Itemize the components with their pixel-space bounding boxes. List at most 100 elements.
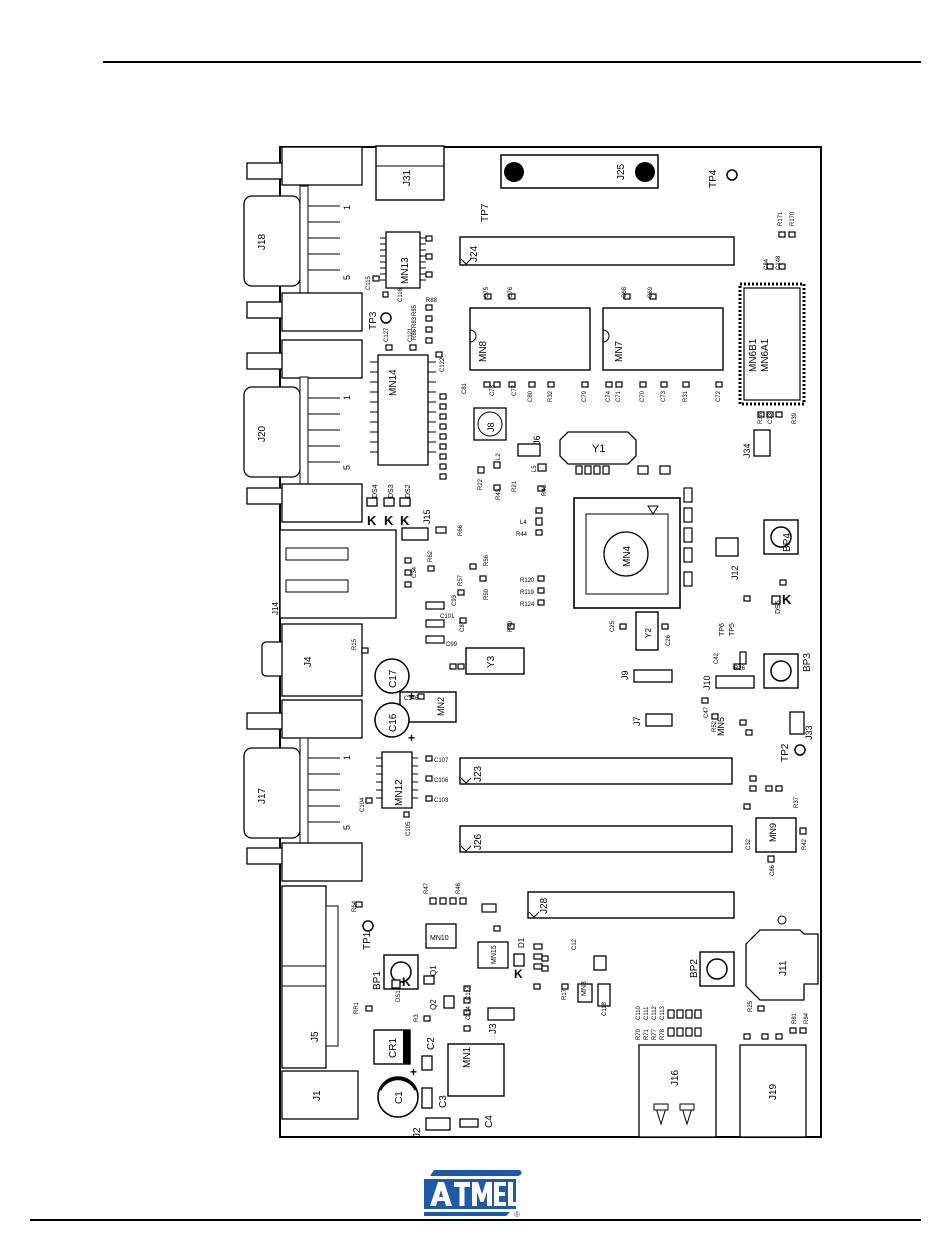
label-small_parts-2: R88 [426,298,438,304]
pcb-shape [463,985,471,992]
ic-mn10 [425,923,457,949]
label-j17: J17 [257,787,268,804]
label-small_parts-74: C110 [636,1005,642,1020]
pcb-shape [547,381,555,388]
pcb-shape [472,1182,492,1206]
label-small_parts-77: C113 [660,1005,666,1020]
pcb-shape [715,381,723,388]
label-labels-plus: + [408,689,415,703]
pcb-shape [726,169,738,181]
label-labels-j3: J3 [488,1023,499,1034]
pcb-shape [430,1182,518,1206]
header-j10 [715,675,755,689]
label-small_parts-75: C111 [644,1006,650,1020]
pcb-shape [246,352,284,370]
label-labels-y2: Y2 [644,628,653,638]
label-small_parts-28: C72 [716,390,722,402]
label-small_parts-57: C26 [666,634,672,646]
pcb-shape [246,301,284,319]
pcb-shape [679,1103,695,1111]
label-small_parts-29: R38 [758,412,764,424]
pcb-shape [593,955,607,971]
label-small_parts-69: C106 [434,778,449,784]
label-labels-pin1: 1 [342,395,352,400]
pcb-shape [484,293,492,300]
pcb-shape [477,466,485,474]
pcb-shape [699,951,735,987]
label-small_parts-70: C103 [434,798,449,804]
pcb-shape [739,651,747,665]
label-small_parts-52: R49 [508,620,514,632]
pcb-shape [366,497,378,507]
pcb-shape [376,757,418,799]
leds-ds2-ds4: K K K DS4 DS3 DS2 [366,484,412,528]
pcb-shape [423,1015,431,1022]
label-small_parts-22: C79 [582,390,588,402]
label-small_parts-73: RR1 [354,1001,360,1014]
label-j20: J20 [257,425,268,442]
pcb-shape [533,943,543,950]
label-small_parts-76: C112 [652,1005,658,1020]
pcb-shape [770,526,792,548]
pcb-shape [285,579,349,593]
button-bp1: BP1 [372,954,419,990]
label-small_parts-21: R32 [548,390,554,402]
pcb-shape [385,231,421,289]
label-small_parts-67: C105 [406,821,412,836]
label-labels-j5: J5 [310,1031,321,1042]
pcb-shape [535,529,543,536]
label-small_parts-41: R57 [458,574,464,586]
pcb-shape [463,1025,471,1032]
pcb-shape [694,1009,702,1019]
label-labels-j23: J23 [473,765,484,782]
pcb-shape [390,961,412,983]
pcb-shape [766,263,774,270]
header-j2 [425,1117,451,1131]
ic-mn9 [755,817,797,853]
pcb-shape [775,785,783,792]
label-small_parts-5: R86 [412,328,418,340]
label-small_parts-43: R120 [520,578,535,584]
capacitor-c3 [421,1087,433,1109]
label-small_parts-40: R56 [484,554,490,566]
pcb-shape [399,497,411,507]
pcb-shape [649,293,657,300]
pcb-shape [449,663,457,670]
diode-d1 [513,953,525,967]
label-labels-mn7: MN7 [614,340,625,362]
pcb-shape [459,897,467,905]
pcb-shape [381,751,413,809]
label-labels-j19: J19 [768,1083,779,1100]
label-labels-mn15: MN15 [491,945,498,964]
pcb-shape [508,1182,518,1206]
label-labels-k: K [402,975,411,989]
label-small_parts-31: R39 [792,412,798,424]
pcb-shape [535,507,543,514]
label-small_parts-16: R170 [790,211,796,226]
pcb-shape [281,842,363,882]
label-small_parts-51: C87 [460,620,466,632]
pcb-shape [424,1212,510,1216]
label-labels-k: K [384,513,394,528]
label-small_parts-38: R44 [516,532,528,538]
connector-j25 [500,154,659,189]
ic-mn15 [477,941,509,969]
pcb-shape [757,1005,765,1012]
pcb-shape [605,381,613,388]
pcb-shape [403,1030,410,1064]
label-labels-bp1: BP1 [372,971,383,990]
label-small_parts-54: R15 [352,638,358,650]
pcb-shape [463,997,471,1004]
label-small_parts-7: C121 [408,327,414,342]
pcb-shape [460,777,472,784]
pcb-shape [459,617,467,624]
pcb-shape [504,162,524,182]
capacitor-c1 [377,1076,419,1118]
pcb-shape [391,979,401,989]
connector-j1 [281,1070,359,1120]
label-labels-c3: C3 [438,1095,449,1108]
pcb-shape [439,443,447,450]
label-j25: J25 [616,163,627,180]
label-labels-mn10: MN10 [430,935,449,942]
pcb-shape [602,465,610,475]
